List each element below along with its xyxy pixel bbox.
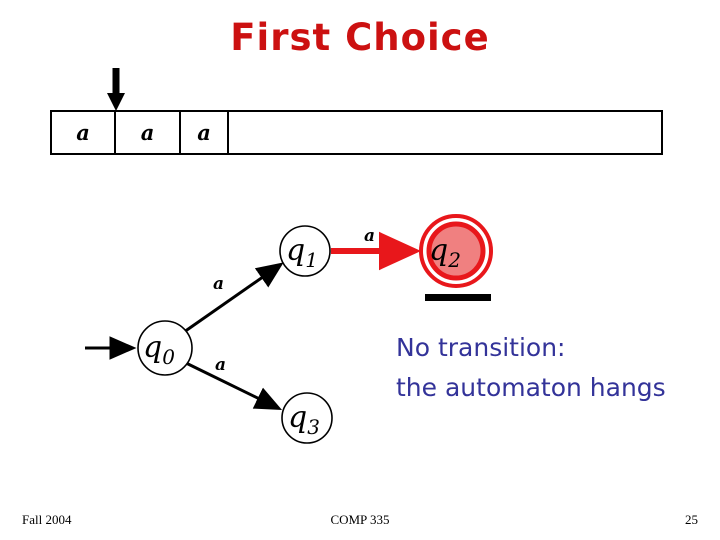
- transition-q0-q1: [183, 262, 284, 334]
- footer-course: COMP 335: [330, 512, 390, 527]
- transition-label-q1-q2: a: [364, 226, 376, 246]
- tape-cell: a: [116, 112, 181, 153]
- note-line-2: the automaton hangs: [396, 373, 666, 402]
- footer-term: Fall 2004: [22, 512, 72, 527]
- input-tape: a a a: [50, 110, 663, 155]
- tape-cell: a: [52, 112, 116, 153]
- state-circle-q1: [279, 225, 331, 277]
- transition-label-q0-q3: a: [215, 355, 227, 375]
- footer-page-number: 25: [685, 512, 698, 527]
- state-circle-q0: [137, 320, 193, 376]
- tape-cell: a: [181, 112, 229, 153]
- note-text: No transition: the automaton hangs: [396, 328, 716, 408]
- transition-q0-q3: [185, 361, 283, 410]
- transition-label-q0-q1: a: [213, 274, 225, 294]
- tape-cell-blank: [229, 112, 661, 153]
- state-circle-q2-inner: [426, 221, 486, 281]
- automaton-diagram: [85, 214, 493, 444]
- slide-footer: Fall 2004 COMP 335 25: [0, 512, 720, 534]
- note-line-1: No transition:: [396, 333, 566, 362]
- page-title: First Choice: [230, 16, 490, 59]
- tape-head-arrow-icon: [106, 68, 126, 112]
- state-circle-q3: [281, 392, 333, 444]
- dead-end-bar: [425, 294, 491, 301]
